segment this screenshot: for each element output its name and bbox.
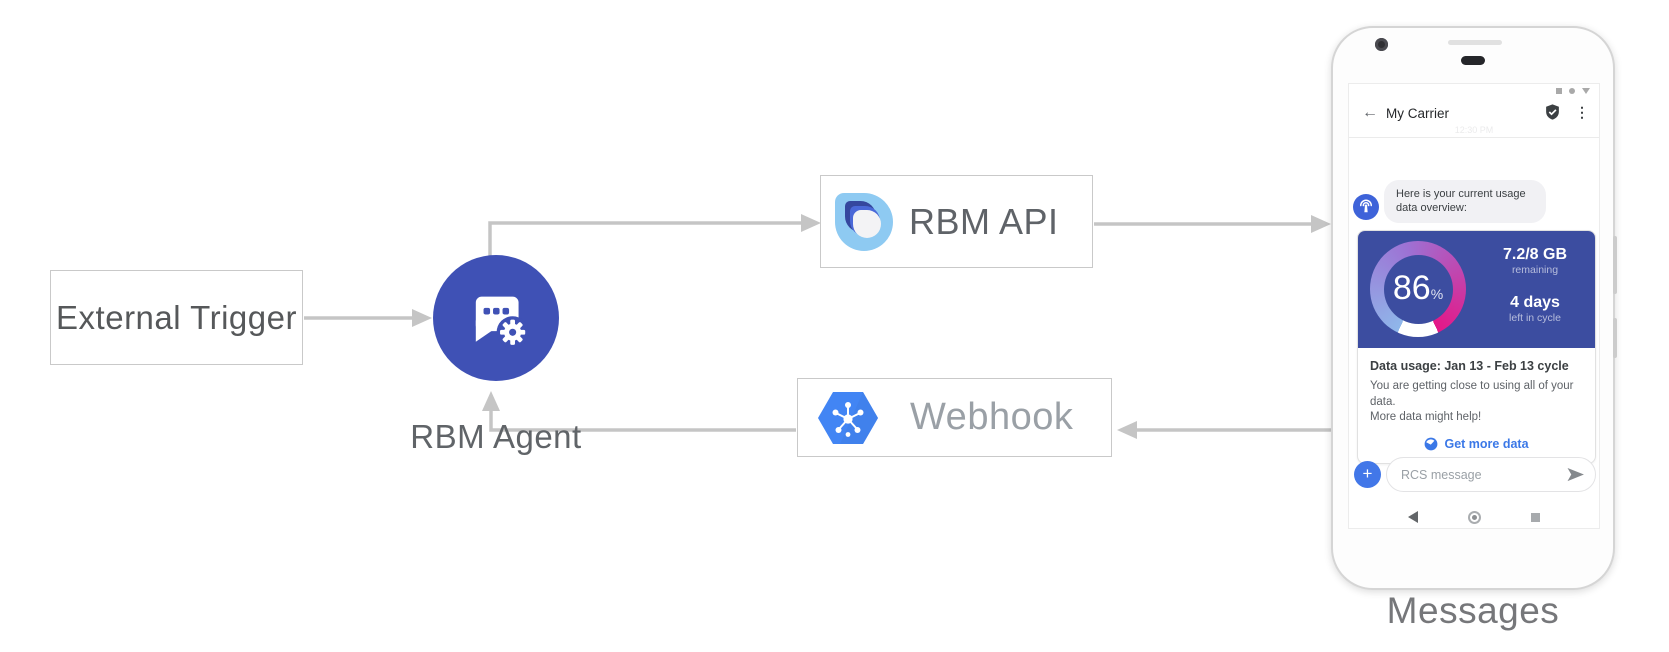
rbm-api-label: RBM API [909,200,1059,242]
usage-card-body-line1: You are getting close to using all of yo… [1370,380,1574,408]
timestamp: 12:30 PM [1454,125,1494,135]
rbm-agent-label: RBM Agent [410,418,582,455]
verified-shield-icon [1546,104,1559,120]
cycle-label: left in cycle [1509,312,1561,324]
rbm-api-node: RBM API [820,175,1093,268]
nav-back-icon[interactable] [1408,511,1418,523]
send-icon[interactable] [1566,467,1585,482]
agent-avatar [1353,194,1379,220]
android-nav-bar [1349,504,1599,528]
arrowhead-right-1 [412,309,432,327]
earpiece [1461,56,1485,65]
get-more-data-action[interactable]: Get more data [1370,437,1583,451]
bot-message-bubble: Here is your current usage data overview… [1384,180,1546,223]
conversation-title: My Carrier [1386,106,1449,121]
bot-message-text: Here is your current usage data overview… [1396,188,1526,214]
phone-volume-button [1613,318,1617,358]
status-bar-icons [1556,88,1590,94]
usage-donut: 86% [1370,241,1466,337]
arrowhead-right-2 [801,214,821,232]
arrowhead-up-1 [482,391,500,411]
usage-gauge-panel: 86% 7.2/8 GB remaining 4 days left in cy… [1358,231,1595,348]
phone-mockup: ← My Carrier ⋮ 12:30 PM [1331,26,1617,590]
antenna-signal-icon [1360,199,1372,213]
usage-card-body-line2: More data might help! [1370,411,1482,423]
usage-donut-hole: 86% [1383,254,1453,324]
webhook-node: Webhook [797,378,1112,457]
chat-bubble-gear-icon [475,296,529,349]
status-triangle-icon [1582,88,1590,94]
cycle-value: 4 days [1510,294,1560,311]
rbm-agent-node [433,255,559,381]
external-trigger-node: External Trigger [50,270,303,365]
rcs-message-input[interactable] [1401,467,1566,482]
usage-rich-card: 86% 7.2/8 GB remaining 4 days left in cy… [1357,230,1596,464]
speaker-grille [1448,40,1502,45]
overflow-menu-icon[interactable]: ⋮ [1575,104,1589,120]
arrowhead-left-1 [1117,421,1137,439]
remaining-label: remaining [1511,264,1559,276]
cloud-hexagon-hub-icon [818,391,878,444]
phone-screen: ← My Carrier ⋮ 12:30 PM [1348,83,1600,529]
messages-caption: Messages [1386,590,1560,631]
external-trigger-label: External Trigger [56,298,297,336]
add-attachment-button[interactable]: + [1354,461,1381,488]
nav-home-icon[interactable] [1468,510,1481,524]
arrow-agent-to-api [488,221,804,257]
back-arrow-icon[interactable]: ← [1362,104,1378,121]
usage-percent-sign: % [1430,285,1444,302]
nav-recents-icon[interactable] [1531,512,1540,522]
globe-data-icon [1425,437,1438,450]
front-camera [1375,38,1388,51]
webhook-label: Webhook [910,396,1074,438]
message-input-pill [1386,457,1596,492]
get-more-data-label: Get more data [1444,436,1529,451]
phone-power-button [1613,236,1617,294]
usage-card-title: Data usage: Jan 13 - Feb 13 cycle [1370,359,1569,373]
conversation-header: ← My Carrier ⋮ [1349,97,1599,137]
usage-percent: 86 [1392,268,1431,307]
rbm-api-logo-icon [835,192,893,251]
status-square-icon [1556,88,1562,94]
header-divider [1349,137,1599,138]
status-circle-icon [1569,88,1575,94]
arrowhead-right-3 [1311,215,1331,233]
message-composer: + [1349,457,1599,493]
remaining-value: 7.2/8 GB [1502,246,1568,263]
